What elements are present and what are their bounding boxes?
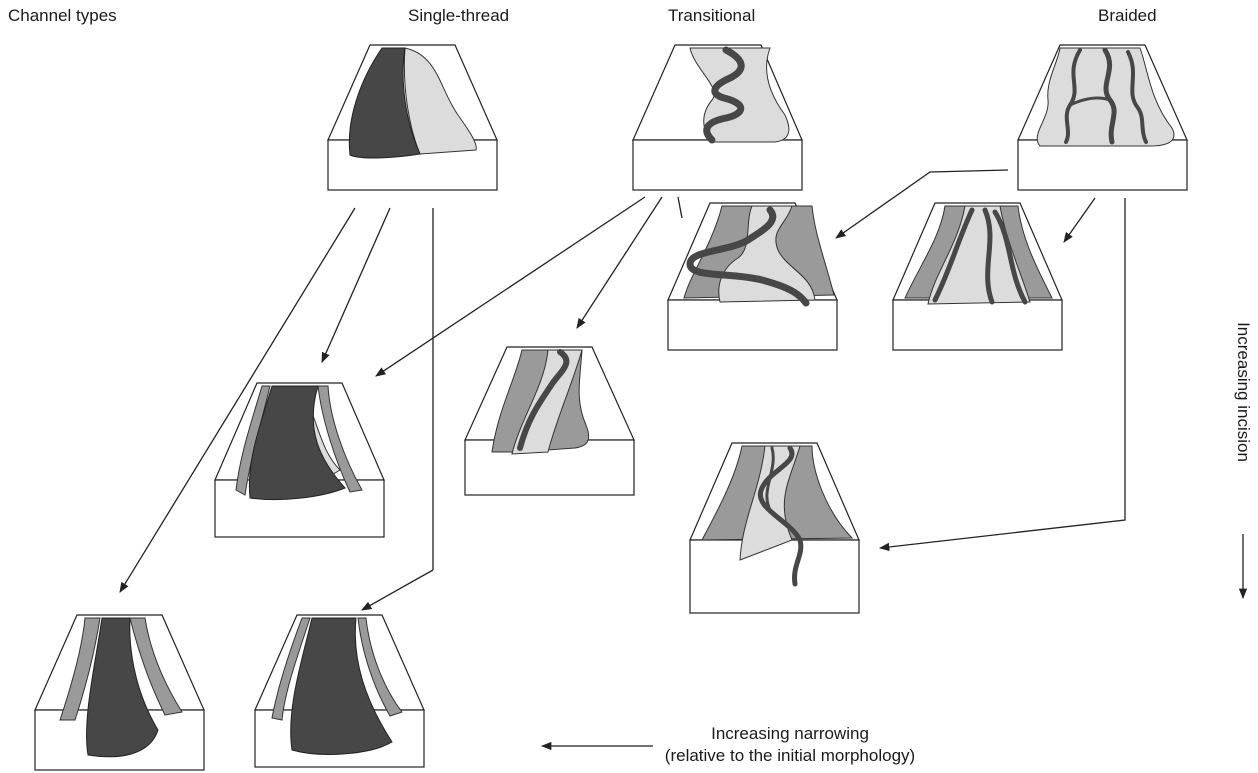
block-braided-incised bbox=[690, 443, 859, 613]
arrow-braided-to-wandering bbox=[1064, 198, 1095, 242]
block-single-thread-bottom-right bbox=[255, 615, 424, 767]
block-single-thread-bottom-left bbox=[35, 615, 204, 770]
arrow-single-to-bottom-right-diagonal bbox=[362, 570, 433, 610]
block-braided-to-wandering bbox=[893, 203, 1062, 350]
block-transitional-incised bbox=[465, 347, 634, 495]
block-single-thread-initial bbox=[328, 45, 497, 190]
arrow-transitional-to-incised bbox=[577, 197, 662, 328]
arrow-transitional-short bbox=[678, 197, 682, 218]
arrow-single-to-mid bbox=[322, 208, 390, 362]
block-transitional-to-single-incised bbox=[668, 203, 837, 350]
block-transitional-initial bbox=[633, 45, 802, 190]
block-single-thread-incised-mid bbox=[215, 383, 384, 537]
block-braided-initial bbox=[1018, 45, 1187, 190]
